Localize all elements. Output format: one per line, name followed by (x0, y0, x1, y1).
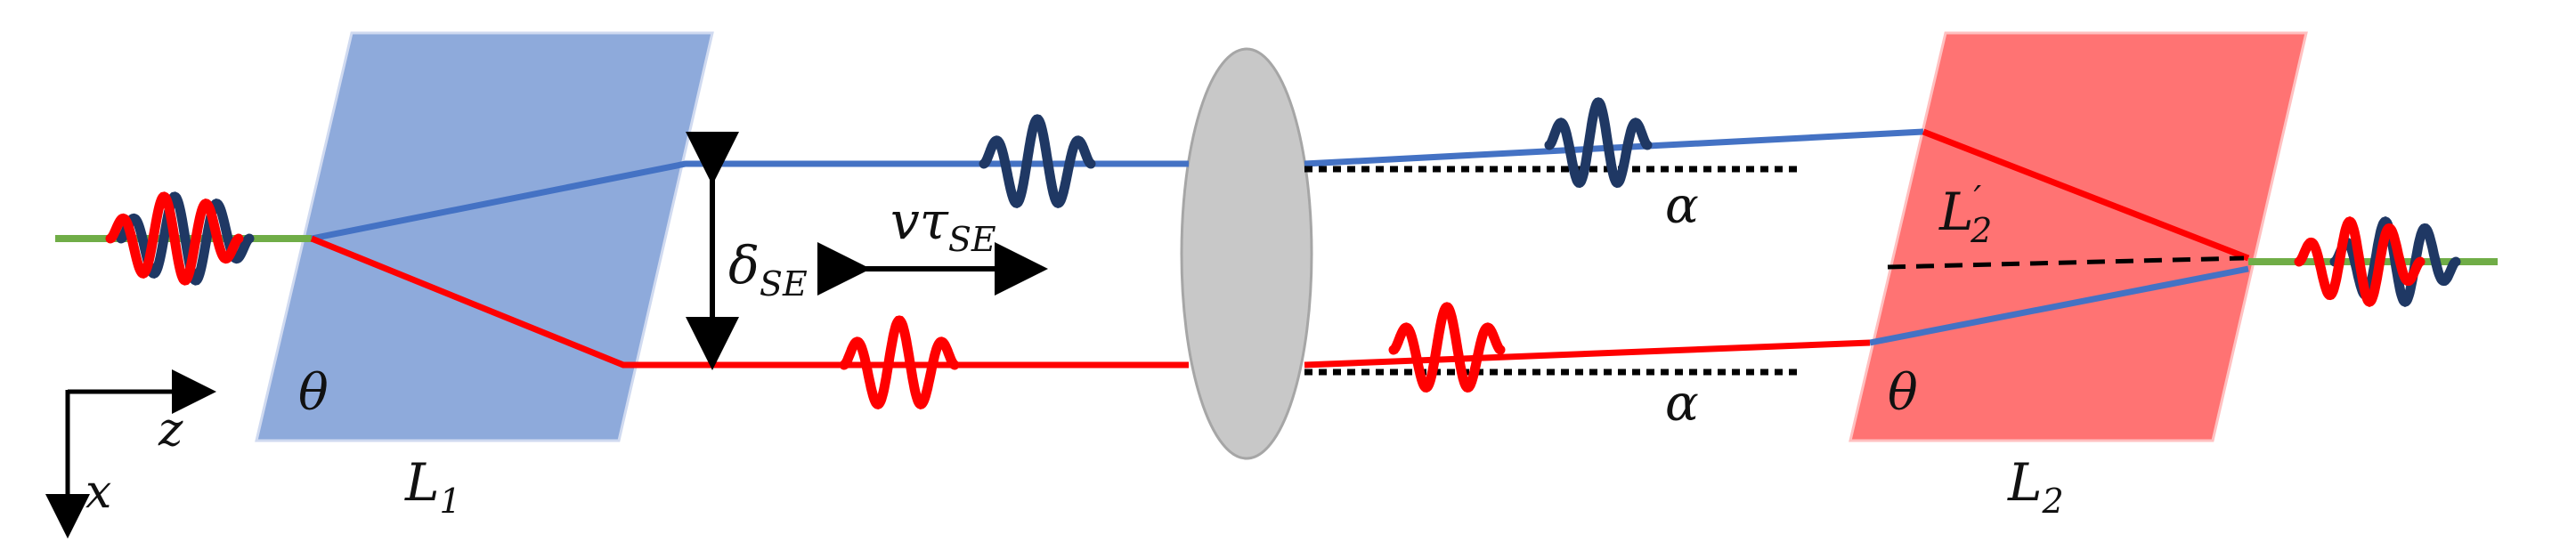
wave-incoming-dark (116, 191, 255, 286)
wave-red-path (839, 315, 960, 409)
label-theta-left: θ (298, 364, 329, 422)
wave-blue-path (979, 114, 1096, 208)
label-delta: δSE (728, 235, 808, 304)
wave-blue-after-lens (1544, 97, 1653, 189)
red-beam-path (310, 235, 1189, 369)
wave-outgoing-red (2294, 215, 2426, 308)
red-beam-after-lens (1304, 339, 1871, 369)
l2-dashed-line (1887, 255, 2245, 270)
prism-l1 (255, 31, 714, 442)
label-axis-x: x (85, 466, 111, 519)
red-beam-in-l2 (1922, 128, 2250, 262)
prism-l2 (1849, 31, 2308, 442)
label-l2: L2 (2007, 452, 2064, 521)
wave-red-after-lens (1388, 302, 1506, 393)
label-alpha-upper: α (1665, 177, 1699, 235)
label-l1: L1 (404, 452, 461, 521)
label-theta-right: θ (1888, 364, 1918, 422)
blue-beam-after-lens (1304, 128, 1924, 167)
label-v-tau: vτSE (890, 190, 996, 259)
label-alpha-lower: α (1665, 375, 1699, 433)
blue-beam-in-l2 (1869, 265, 2249, 346)
wave-packets (105, 97, 2461, 409)
wave-incoming-red (105, 191, 244, 286)
label-axis-z: z (158, 403, 183, 457)
lens (1180, 47, 1313, 460)
axes (45, 369, 216, 539)
label-l2-prime: L′2 (1938, 179, 1992, 250)
